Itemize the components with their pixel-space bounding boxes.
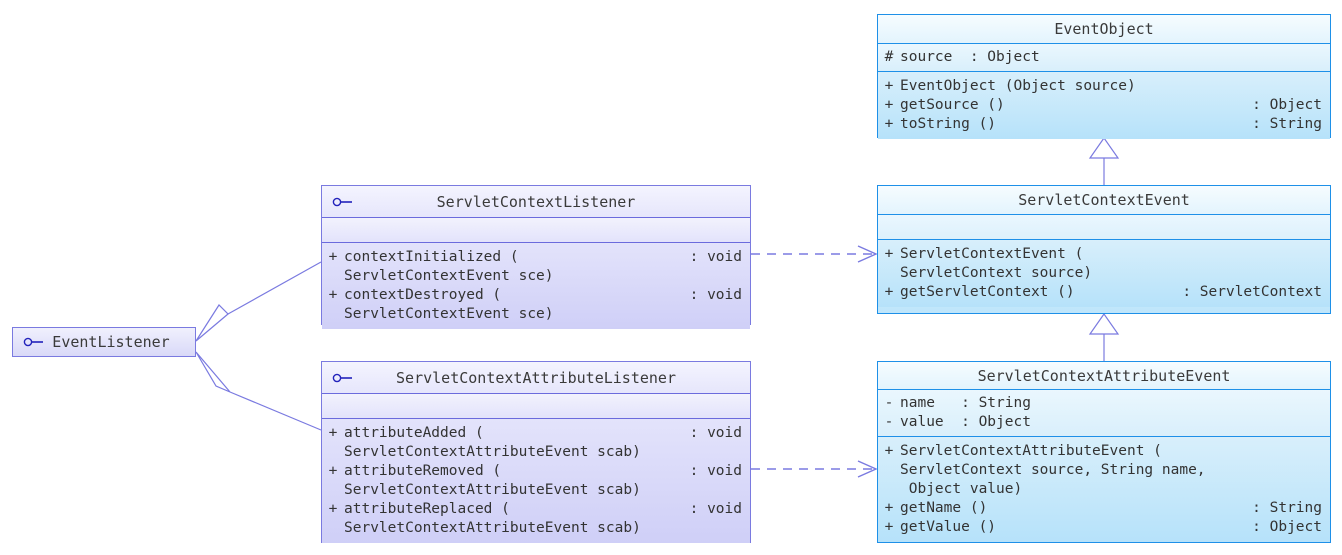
servlet-context-attribute-event-methods: + ServletContextAttributeEvent ( Servlet…	[878, 436, 1330, 542]
dependency-scalistener-to-scaevent	[751, 460, 878, 478]
box-servlet-context-attribute-event[interactable]: ServletContextAttributeEvent - name : St…	[877, 361, 1331, 543]
interface-lollipop-icon	[332, 197, 352, 206]
event-listener-title: EventListener	[52, 333, 170, 351]
box-event-object[interactable]: EventObject # source : Object + EventObj…	[877, 14, 1331, 139]
generalization-sclistener-to-eventlistener	[195, 261, 322, 342]
method-row-continuation: ServletContextAttributeEvent scab)	[344, 520, 641, 536]
servlet-context-attribute-event-attributes: - name : String - value : Object	[878, 389, 1330, 436]
servlet-context-listener-attributes	[322, 217, 750, 242]
interface-lollipop-icon	[332, 373, 352, 382]
generalization-scaevent-to-scevent	[1088, 312, 1120, 361]
method-row[interactable]: + ServletContextEvent (	[884, 246, 1084, 262]
attribute-row[interactable]: # source : Object	[884, 49, 1040, 65]
generalization-scevent-to-eventobject	[1088, 136, 1120, 185]
servlet-context-event-title-bar: ServletContextEvent	[878, 186, 1330, 214]
servlet-context-event-title: ServletContextEvent	[1018, 191, 1190, 209]
method-row-continuation: ServletContext source)	[900, 265, 1093, 281]
box-servlet-context-listener[interactable]: ServletContextListener + contextInitiali…	[321, 185, 751, 329]
method-row[interactable]: + ServletContextAttributeEvent (	[884, 443, 1162, 459]
attribute-row[interactable]: - value : Object	[884, 414, 1031, 430]
servlet-context-listener-methods: + contextInitialized ( : void ServletCon…	[322, 242, 750, 329]
event-object-title-bar: EventObject	[878, 15, 1330, 43]
attribute-row[interactable]: - name : String	[884, 395, 1031, 411]
servlet-context-attribute-listener-attributes	[322, 393, 750, 418]
method-row[interactable]: + getName () : String	[884, 500, 1322, 516]
method-row[interactable]: + attributeReplaced ( : void	[328, 501, 742, 517]
event-object-attributes: # source : Object	[878, 43, 1330, 71]
servlet-context-listener-title: ServletContextListener	[436, 192, 636, 211]
method-row[interactable]: + getSource () : Object	[884, 97, 1322, 113]
event-object-methods: + EventObject (Object source) + getSourc…	[878, 71, 1330, 139]
servlet-context-attribute-listener-methods: + attributeAdded ( : void ServletContext…	[322, 418, 750, 543]
method-row[interactable]: + attributeRemoved ( : void	[328, 463, 742, 479]
method-row-continuation: ServletContextEvent sce)	[344, 268, 554, 284]
servlet-context-event-methods: + ServletContextEvent ( ServletContext s…	[878, 239, 1330, 307]
method-row-continuation: ServletContextAttributeEvent scab)	[344, 444, 641, 460]
dependency-sclistener-to-scevent	[751, 245, 878, 263]
box-event-listener[interactable]: EventListener	[12, 327, 196, 357]
method-row[interactable]: + getServletContext () : ServletContext	[884, 284, 1322, 300]
method-row-continuation: Object value)	[900, 481, 1023, 497]
servlet-context-attribute-listener-title-bar: ServletContextAttributeListener	[322, 362, 750, 393]
method-row[interactable]: + toString () : String	[884, 116, 1322, 132]
servlet-context-attribute-event-title-bar: ServletContextAttributeEvent	[878, 362, 1330, 389]
box-servlet-context-event[interactable]: ServletContextEvent + ServletContextEven…	[877, 185, 1331, 314]
method-row-continuation: ServletContextEvent sce)	[344, 306, 554, 322]
servlet-context-listener-title-bar: ServletContextListener	[322, 186, 750, 217]
event-object-title: EventObject	[1054, 20, 1154, 38]
method-row[interactable]: + contextDestroyed ( : void	[328, 287, 742, 303]
generalization-scalistener-to-eventlistener	[195, 351, 322, 431]
servlet-context-attribute-listener-title: ServletContextAttributeListener	[396, 368, 676, 387]
method-row[interactable]: + getValue () : Object	[884, 519, 1322, 535]
box-servlet-context-attribute-listener[interactable]: ServletContextAttributeListener + attrib…	[321, 361, 751, 543]
method-row[interactable]: + contextInitialized ( : void	[328, 249, 742, 265]
method-row-continuation: ServletContextAttributeEvent scab)	[344, 482, 641, 498]
method-row[interactable]: + EventObject (Object source)	[884, 78, 1136, 94]
servlet-context-attribute-event-title: ServletContextAttributeEvent	[977, 366, 1231, 385]
method-row[interactable]: + attributeAdded ( : void	[328, 425, 742, 441]
servlet-context-event-attributes	[878, 214, 1330, 239]
interface-lollipop-icon	[23, 337, 43, 347]
method-row-continuation: ServletContext source, String name,	[900, 462, 1206, 478]
